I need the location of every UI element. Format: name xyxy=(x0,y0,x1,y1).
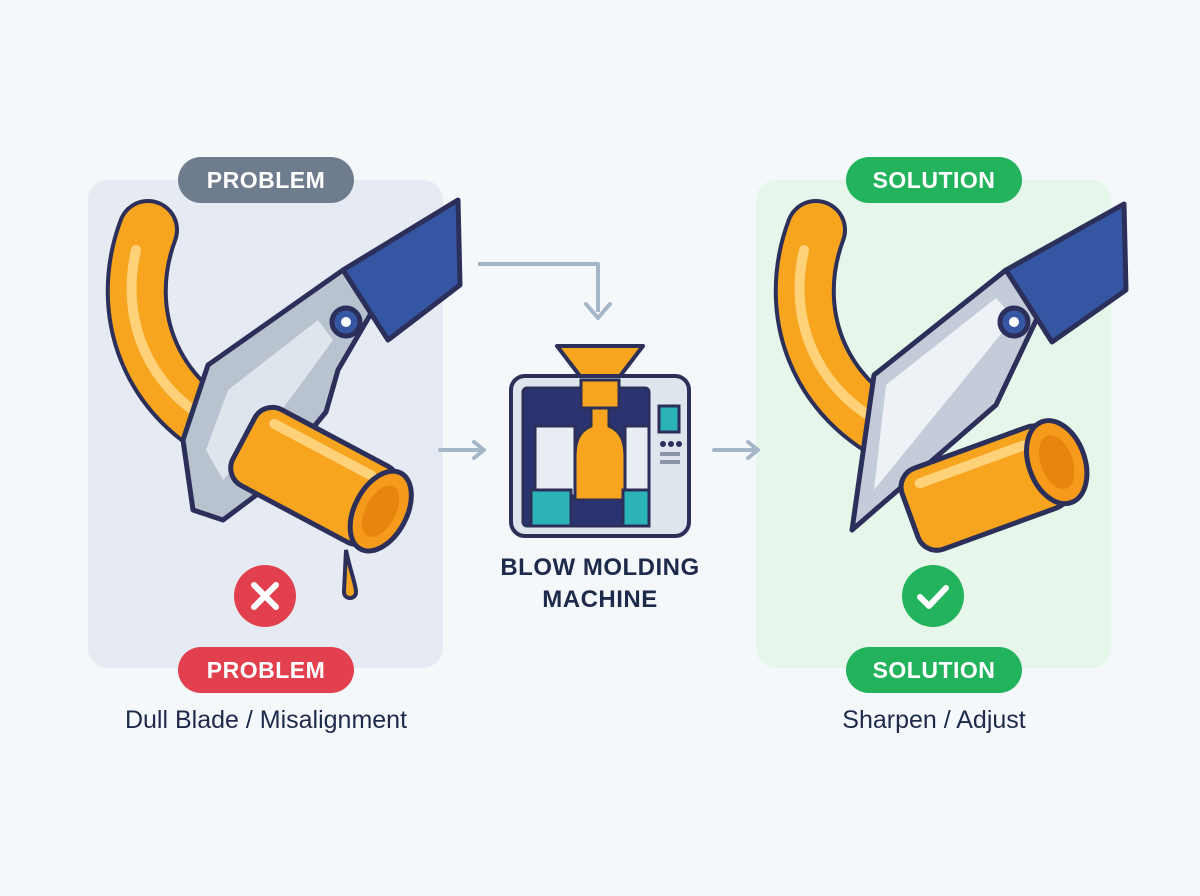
blow-molding-machine-icon xyxy=(509,344,691,538)
problem-bottom-badge: PROBLEM xyxy=(178,647,354,693)
x-mark-icon xyxy=(234,565,296,627)
problem-caption: Dull Blade / Misalignment xyxy=(124,706,408,734)
sharp-blade-illustration xyxy=(773,199,1129,553)
right-arrow-icon xyxy=(438,440,486,460)
machine-label-line1: BLOW MOLDING xyxy=(500,554,700,581)
dull-blade-illustration xyxy=(105,197,463,600)
solution-bottom-badge: SOLUTION xyxy=(846,647,1022,693)
problem-top-badge: PROBLEM xyxy=(178,157,354,203)
machine-label: BLOW MOLDING MACHINE xyxy=(470,552,730,616)
right-arrow-icon xyxy=(712,440,760,460)
solution-top-badge: SOLUTION xyxy=(846,157,1022,203)
checkmark-icon xyxy=(902,565,964,627)
feed-arrow-icon xyxy=(478,262,612,320)
solution-caption: Sharpen / Adjust xyxy=(842,706,1026,734)
machine-label-line2: MACHINE xyxy=(542,586,658,613)
